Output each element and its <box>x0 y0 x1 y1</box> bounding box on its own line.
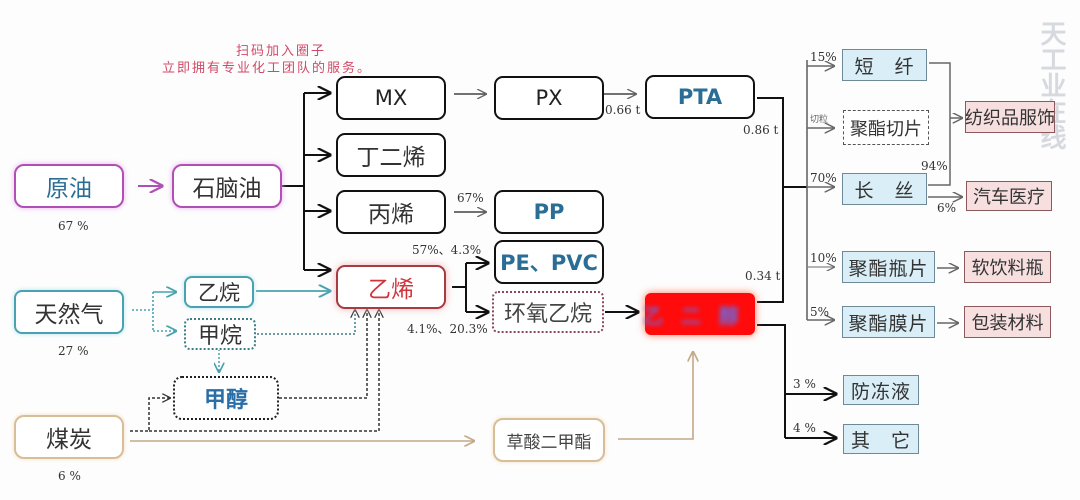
node-label: 甲烷 <box>197 324 242 349</box>
node-label: 丙烯 <box>368 202 414 228</box>
node-coal[interactable]: 煤炭 <box>14 415 124 459</box>
label-pta-to-polyester: 0.86 t <box>743 123 779 137</box>
node-soft-drink-bottle[interactable]: 软饮料瓶 <box>964 251 1051 283</box>
label-propylene-to-pp: 67% <box>457 191 484 205</box>
label-antifreeze-share: 3 % <box>793 377 816 391</box>
label-chip-share: 切粒 <box>810 115 829 125</box>
node-dimethyl-oxalate[interactable]: 草酸二甲酯 <box>493 418 605 462</box>
node-bottle-chip[interactable]: 聚酯瓶片 <box>842 251 935 283</box>
promo-note-line2: 立即拥有专业化工团队的服务。 <box>162 61 373 76</box>
label-filament-to-textiles: 94% <box>921 159 948 173</box>
node-label: 防冻液 <box>850 380 911 403</box>
node-px[interactable]: PX <box>494 76 604 120</box>
node-pp[interactable]: PP <box>494 190 604 234</box>
crude-oil-share: 67 % <box>58 219 89 233</box>
ethylene-fork <box>452 263 467 312</box>
node-methanol[interactable]: 甲醇 <box>173 376 279 420</box>
node-label: PE、PVC <box>500 251 598 275</box>
node-meg[interactable]: 乙二醇 <box>643 293 757 335</box>
node-label: 草酸二甲酯 <box>506 432 592 453</box>
node-methane[interactable]: 甲烷 <box>184 318 256 350</box>
node-label: PTA <box>677 85 723 109</box>
node-polyester-chip[interactable]: 聚酯切片 <box>843 110 929 145</box>
node-label: MX <box>374 86 408 110</box>
node-label: 聚酯切片 <box>850 118 922 140</box>
node-label: PX <box>535 86 563 110</box>
node-label: 其 它 <box>850 429 911 452</box>
node-label: 丁二烯 <box>356 145 426 171</box>
arrow-coal-ethylene <box>149 310 379 432</box>
node-label: 软饮料瓶 <box>971 258 1044 279</box>
node-label: 纺织品服饰 <box>965 108 1055 129</box>
arrow-methanol-ethylene <box>279 310 367 399</box>
node-natural-gas[interactable]: 天然气 <box>14 290 124 334</box>
label-filament-to-auto: 6% <box>937 201 957 215</box>
node-ethylene-oxide[interactable]: 环氧乙烷 <box>492 291 604 333</box>
arrow-coal-methanol <box>130 398 170 432</box>
arrow-methane-ethylene <box>257 310 355 335</box>
node-mx[interactable]: MX <box>336 76 446 120</box>
label-ethylene-to-eo: 4.1%、20.3% <box>407 322 488 336</box>
promo-note-line1: 扫码加入圈子 <box>236 44 327 59</box>
node-label: 汽车医疗 <box>973 187 1045 208</box>
node-naphtha[interactable]: 石脑油 <box>172 164 282 208</box>
naphtha-spine <box>282 93 305 270</box>
coal-share: 6 % <box>58 469 81 483</box>
label-px-to-pta: 0.66 t <box>605 103 641 117</box>
node-label: 乙烷 <box>198 281 240 305</box>
label-bottle-share: 10% <box>810 251 837 265</box>
label-filament-share: 70% <box>810 171 837 185</box>
node-staple-fiber[interactable]: 短 纤 <box>842 49 927 81</box>
node-ethane[interactable]: 乙烷 <box>184 276 254 308</box>
node-others[interactable]: 其 它 <box>843 424 919 454</box>
node-label: 乙二醇 <box>643 303 757 328</box>
node-label: 聚酯瓶片 <box>848 257 929 280</box>
node-ethylene[interactable]: 乙烯 <box>336 265 446 309</box>
node-label: 甲醇 <box>203 387 248 413</box>
node-label: 长 丝 <box>854 179 915 202</box>
node-filament[interactable]: 长 丝 <box>842 173 927 205</box>
node-propylene[interactable]: 丙烯 <box>336 190 446 234</box>
node-crude-oil[interactable]: 原油 <box>14 164 124 208</box>
node-label: 煤炭 <box>46 427 92 453</box>
node-pe-pvc[interactable]: PE、PVC <box>494 240 604 284</box>
node-label: 天然气 <box>34 302 104 328</box>
node-label: 环氧乙烷 <box>503 302 592 327</box>
node-auto-medical[interactable]: 汽车医疗 <box>966 181 1052 211</box>
node-textiles[interactable]: 纺织品服饰 <box>965 101 1055 133</box>
node-butadiene[interactable]: 丁二烯 <box>336 133 446 177</box>
node-label: PP <box>533 200 565 224</box>
node-pta[interactable]: PTA <box>645 75 755 119</box>
arrow-dmo-meg <box>618 352 693 440</box>
natural-gas-share: 27 % <box>58 344 89 358</box>
node-label: 聚酯膜片 <box>848 312 929 335</box>
node-label: 短 纤 <box>854 55 915 78</box>
node-film-chip[interactable]: 聚酯膜片 <box>842 306 935 338</box>
node-label: 原油 <box>46 176 92 202</box>
node-label: 石脑油 <box>192 176 262 202</box>
label-ethylene-to-pe-pvc: 57%、4.3% <box>412 243 482 257</box>
pta-meg-join <box>757 97 784 303</box>
label-film-share: 5% <box>810 305 830 319</box>
label-meg-to-polyester: 0.34 t <box>745 269 781 283</box>
label-staple-share: 15% <box>810 50 837 64</box>
label-others-share: 4 % <box>793 421 816 435</box>
node-label: 乙烯 <box>368 277 414 303</box>
node-label: 包装材料 <box>971 313 1044 334</box>
node-packaging[interactable]: 包装材料 <box>964 306 1051 338</box>
node-antifreeze[interactable]: 防冻液 <box>843 375 919 405</box>
